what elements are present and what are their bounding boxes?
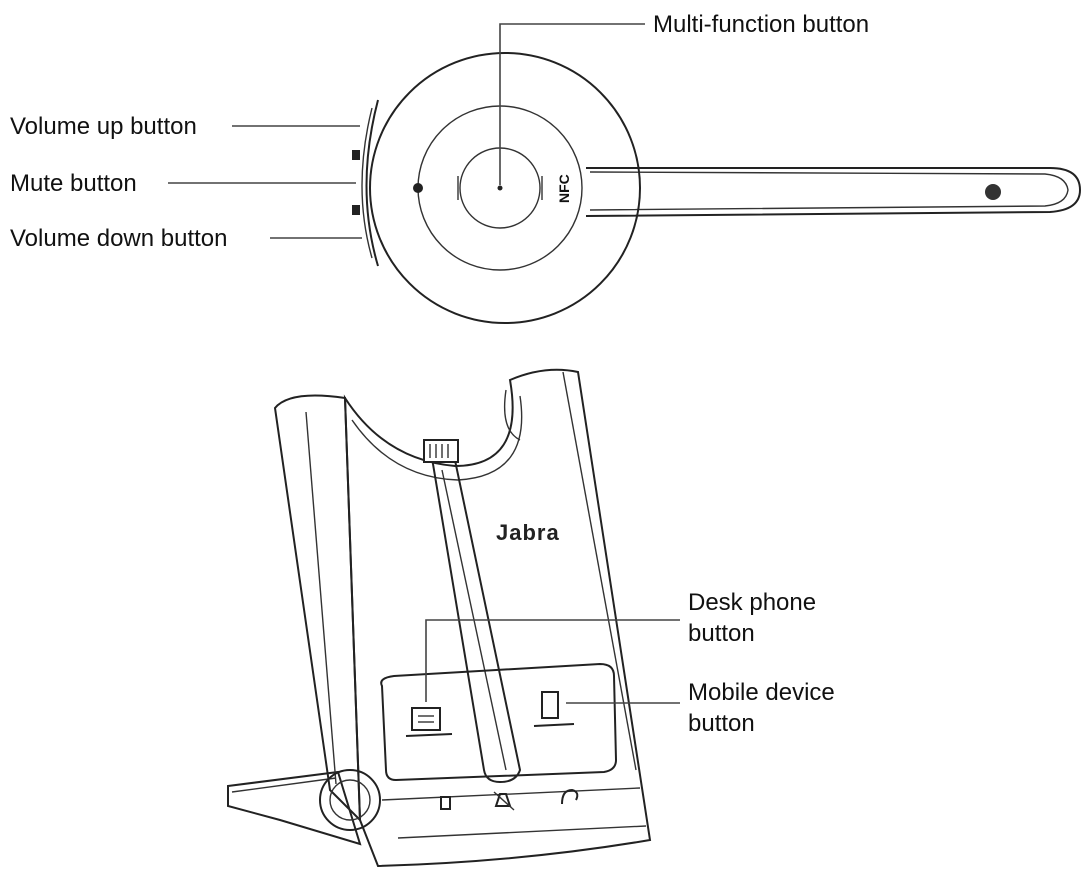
headset-status-icon <box>561 788 579 805</box>
base-body <box>343 368 652 868</box>
volume-down-key <box>352 205 360 215</box>
volume-down-label: Volume down button <box>10 225 228 252</box>
mute-label: Mute button <box>10 170 137 197</box>
base-foot <box>227 770 362 846</box>
base-hinge <box>319 769 381 831</box>
desk-phone-label-line1: Desk phone <box>688 589 816 616</box>
desk-phone-label-line2: button <box>688 620 755 647</box>
volume-up-label: Volume up button <box>10 113 197 140</box>
multi-function-label: Multi-function button <box>653 11 869 38</box>
led-icon <box>413 183 423 193</box>
mute-mic-icon <box>493 791 515 811</box>
charging-arm <box>428 445 522 784</box>
headset-leaders <box>168 23 645 239</box>
mobile-device-label-line2: button <box>688 710 755 737</box>
volume-up-key <box>352 150 360 160</box>
nfc-label: NFC <box>556 174 572 203</box>
mobile-device-label-line1: Mobile device <box>688 679 835 706</box>
base-leaders <box>425 619 680 704</box>
boom-arm <box>585 167 1082 217</box>
headset-illustration: NFC <box>352 52 1082 324</box>
microphone-tip <box>985 184 1001 200</box>
mobile-phone-icon <box>533 691 575 727</box>
brand-logo: Jabra <box>496 520 560 545</box>
base-station-illustration: Jabra <box>227 368 652 868</box>
battery-icon <box>440 796 451 810</box>
desk-phone-icon <box>405 707 453 737</box>
headset-outer-ring <box>369 52 641 324</box>
control-panel <box>380 662 618 782</box>
